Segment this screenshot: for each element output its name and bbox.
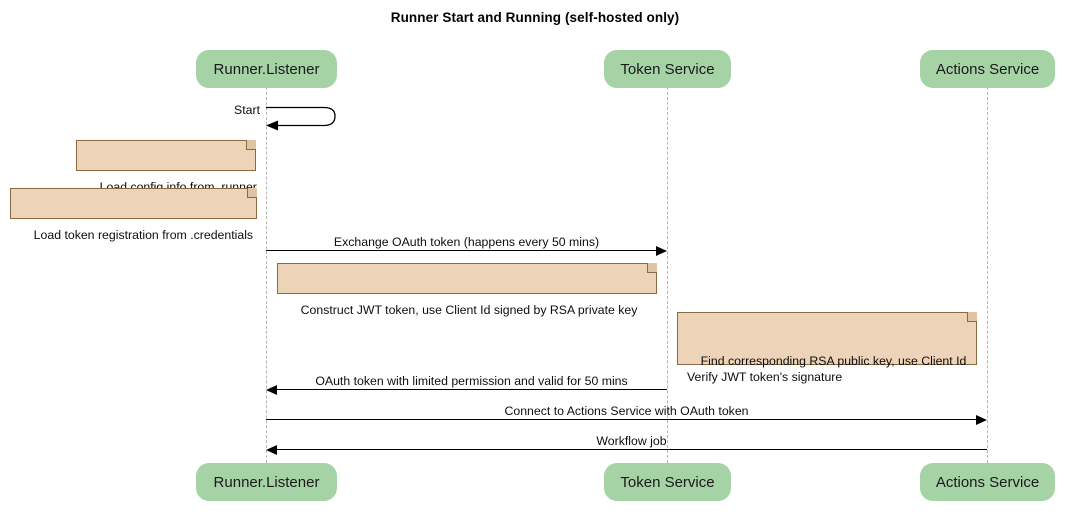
note-load-token-registration: Load token registration from .credential… [10,188,257,242]
note-load-config-info: Load config info from .runner [76,140,257,194]
lifeline-actions-service [987,87,988,463]
note-construct-jwt-token: Construct JWT token, use Client Id signe… [277,263,657,317]
participant-label: Runner.Listener [213,60,320,78]
note-find-rsa-public-key: Find corresponding RSA public key, use C… [677,312,977,384]
participant-label: Runner.Listener [213,473,320,491]
lifeline-token-service [667,87,668,463]
message-line-oauth-token-limited-permission [277,389,667,390]
message-label-oauth-token-limited-permission: OAuth token with limited permission and … [315,374,628,388]
note-fold-corner-icon [647,263,657,273]
participant-runner-listener-top[interactable]: Runner.Listener [196,50,337,88]
note-text: Construct JWT token, use Client Id signe… [300,303,638,317]
message-line-connect-to-actions-service [266,419,977,420]
arrow-head-oauth-token-limited-permission [266,384,277,395]
message-label-workflow-job: Workflow job [596,434,667,448]
participant-label: Token Service [620,60,715,78]
participant-label: Actions Service [935,60,1040,78]
arrow-head-connect-to-actions-service [976,414,987,425]
lifeline-runner-listener [266,87,267,463]
participant-label: Actions Service [935,473,1040,491]
participant-label: Token Service [620,473,715,491]
participant-actions-service-bottom[interactable]: Actions Service [920,463,1055,501]
message-line-workflow-job [277,449,987,450]
note-text: Load token registration from .credential… [33,228,254,242]
message-label-start: Start [234,103,260,117]
page-title: Runner Start and Running (self-hosted on… [390,10,680,25]
arrow-head-workflow-job [266,444,277,455]
message-line-exchange-oauth-token [266,250,657,251]
arrow-head-exchange-oauth-token [656,245,667,256]
note-text: Find corresponding RSA public key, use C… [687,354,967,384]
self-message-start [264,100,354,136]
message-label-exchange-oauth-token: Exchange OAuth token (happens every 50 m… [333,235,600,249]
participant-token-service-bottom[interactable]: Token Service [604,463,731,501]
note-fold-corner-icon [247,188,257,198]
note-fold-corner-icon [246,140,256,150]
message-label-connect-to-actions-service: Connect to Actions Service with OAuth to… [504,404,749,418]
participant-token-service-top[interactable]: Token Service [604,50,731,88]
participant-runner-listener-bottom[interactable]: Runner.Listener [196,463,337,501]
participant-actions-service-top[interactable]: Actions Service [920,50,1055,88]
note-fold-corner-icon [967,312,977,322]
